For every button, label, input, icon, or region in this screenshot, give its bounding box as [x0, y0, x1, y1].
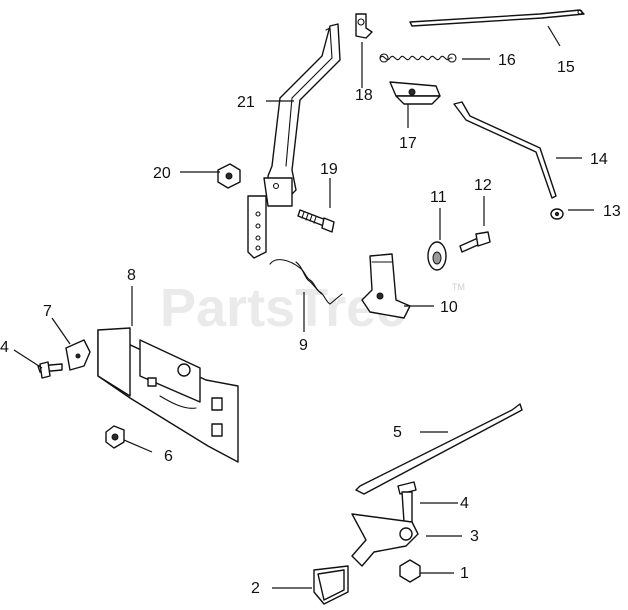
part-18-clip[interactable] — [355, 13, 373, 39]
callout-6: 6 — [164, 448, 173, 465]
watermark: PartsTree TM — [160, 278, 465, 338]
callout-labels: 21 18 16 15 17 14 13 20 19 11 12 10 9 8 … — [0, 52, 621, 597]
callout-4-lower: 4 — [460, 495, 469, 512]
watermark-text: PartsTree — [160, 278, 406, 338]
callout-1: 1 — [460, 565, 469, 582]
callout-4-left: 4 — [0, 339, 9, 356]
callout-13: 13 — [603, 203, 621, 220]
part-19-bolt[interactable] — [297, 209, 335, 233]
callout-3: 3 — [470, 528, 479, 545]
callout-2: 2 — [251, 580, 260, 597]
callout-18: 18 — [355, 87, 373, 104]
callout-16: 16 — [498, 52, 516, 69]
part-4-bolt-left[interactable] — [37, 361, 63, 379]
callout-21: 21 — [237, 94, 255, 111]
callout-19: 19 — [320, 161, 338, 178]
callout-11: 11 — [430, 189, 447, 206]
part-5-rod[interactable] — [355, 403, 523, 495]
part-1-nut[interactable] — [399, 559, 421, 583]
part-4-bolt-lower[interactable] — [397, 481, 417, 523]
part-8-plate[interactable] — [97, 327, 239, 463]
callout-7: 7 — [43, 303, 52, 320]
watermark-tm: TM — [452, 282, 465, 292]
callout-15: 15 — [557, 59, 575, 76]
part-15-rod[interactable] — [409, 9, 585, 27]
part-7-clip[interactable] — [65, 339, 91, 371]
part-10-bracket[interactable] — [361, 253, 411, 319]
part-17-bracket[interactable] — [389, 81, 441, 105]
part-12-bolt[interactable] — [459, 231, 491, 253]
callout-10: 10 — [440, 299, 458, 316]
part-3-lever[interactable] — [351, 513, 419, 567]
leader-lines — [13, 25, 594, 589]
part-11-washer[interactable] — [427, 241, 447, 271]
part-14-rod[interactable] — [453, 101, 557, 199]
part-2-knob[interactable] — [313, 565, 349, 605]
callout-20: 20 — [153, 165, 171, 182]
part-9-spring[interactable] — [269, 259, 343, 305]
callout-14: 14 — [590, 151, 608, 168]
part-6-nut[interactable] — [105, 425, 125, 449]
part-20-nut[interactable] — [217, 163, 241, 189]
part-13-nut[interactable] — [550, 208, 564, 220]
part-16-spring[interactable] — [379, 53, 457, 63]
callout-5: 5 — [393, 424, 402, 441]
callout-9: 9 — [299, 337, 308, 354]
part-21-lever-arm[interactable] — [247, 23, 341, 259]
callout-17: 17 — [399, 135, 417, 152]
callout-12: 12 — [474, 177, 492, 194]
callout-8: 8 — [127, 267, 136, 284]
